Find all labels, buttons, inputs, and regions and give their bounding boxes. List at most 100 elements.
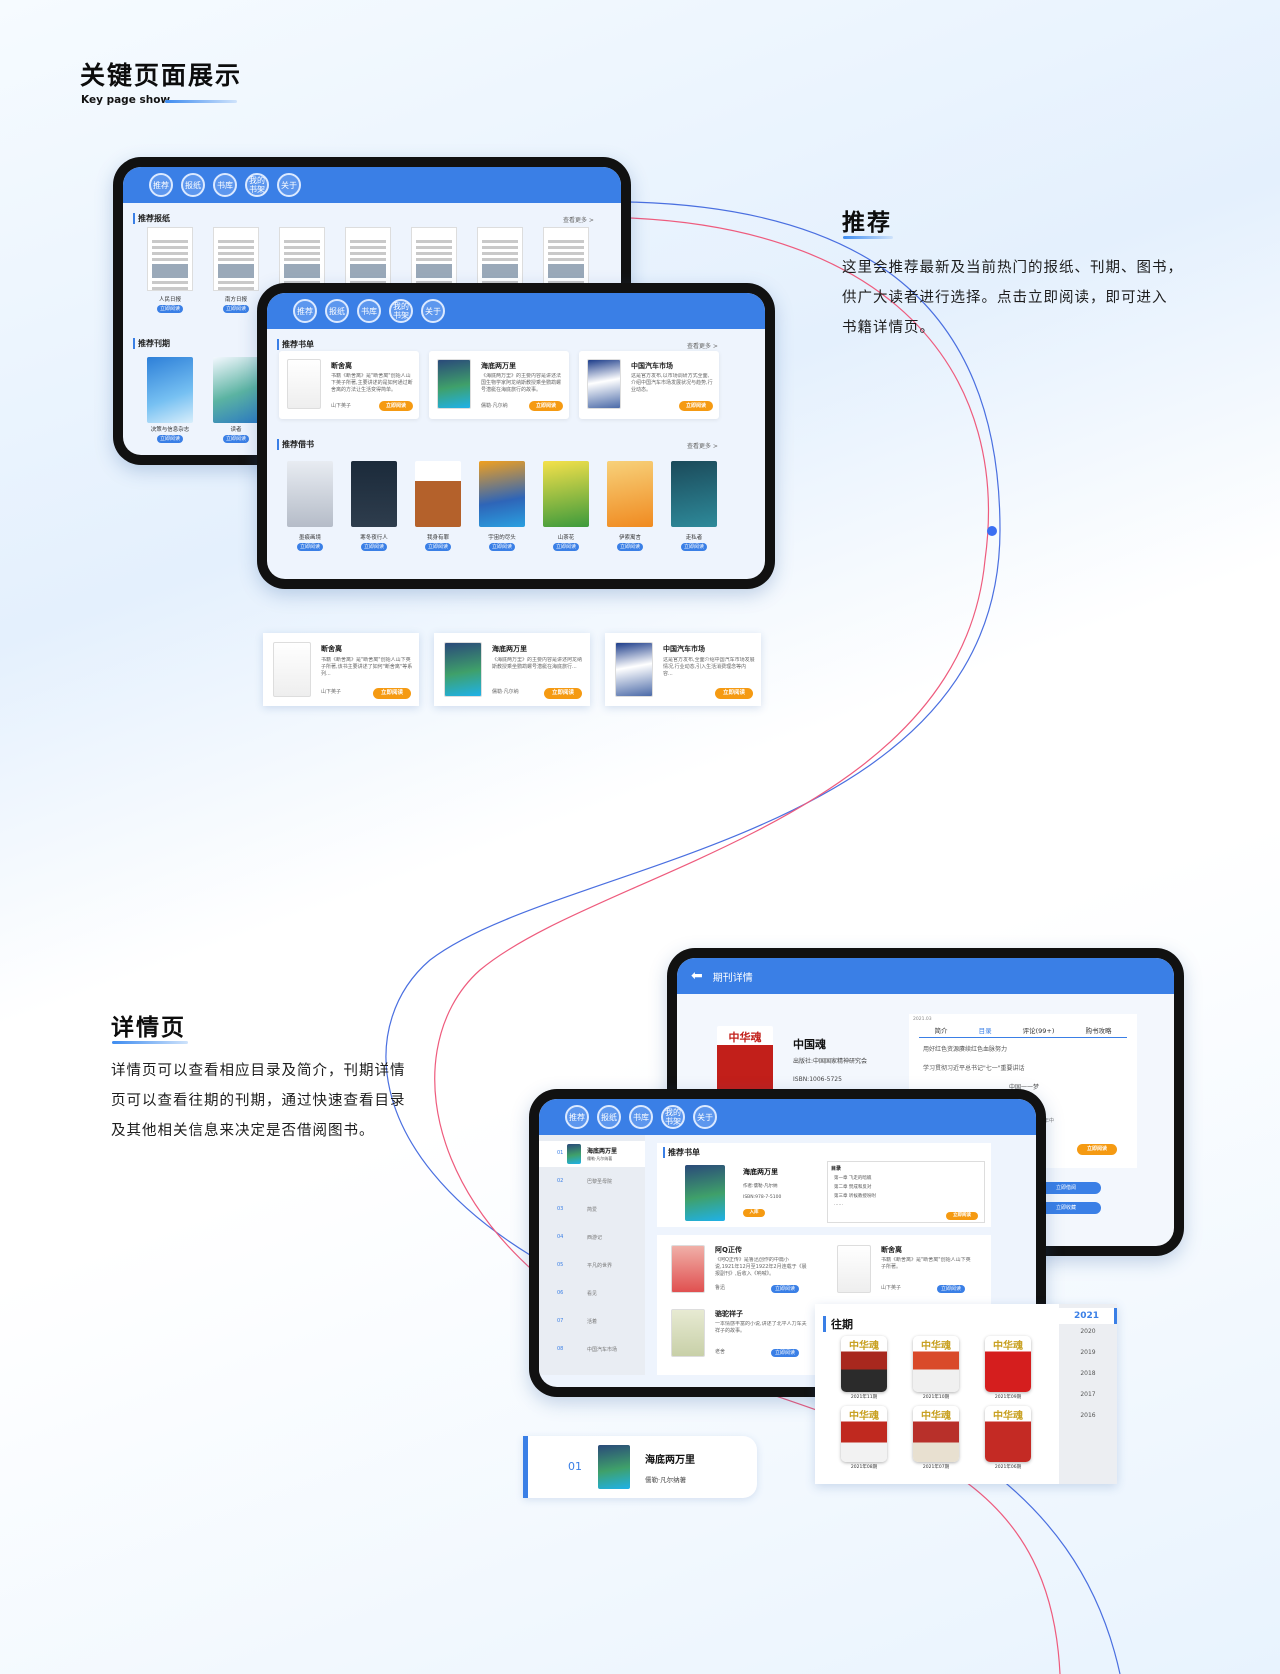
- year-item[interactable]: 2018: [1080, 1370, 1096, 1377]
- year-item[interactable]: 2020: [1080, 1328, 1096, 1335]
- nav-newspaper[interactable]: 报纸: [181, 173, 205, 197]
- newspaper-thumb[interactable]: [147, 227, 193, 291]
- chapter[interactable]: 第一章 飞走的暗礁: [834, 1176, 872, 1181]
- borrow-button[interactable]: 立即阅读: [553, 543, 579, 551]
- nav-recommend[interactable]: 推荐: [565, 1105, 589, 1129]
- borrow-button[interactable]: 立即阅读: [489, 543, 515, 551]
- nav-library[interactable]: 书库: [357, 299, 381, 323]
- book-card[interactable]: 中国汽车市场这是官方发布,全面介绍中国汽车市场发展情况,行业动态,引入生活消费理…: [605, 633, 761, 706]
- book-card[interactable]: 断舍离书籍《断舍离》是"断舍离"创始人山下英子所著,该书主要讲述了如何"断舍离"…: [263, 633, 419, 706]
- tab-buy[interactable]: 购书攻略: [1085, 1027, 1112, 1035]
- read-button[interactable]: 立即阅读: [157, 305, 183, 313]
- book-card[interactable]: 海底两万里《海底两万里》的主要内容是讲述法国生物学家阿龙纳斯教授乘坐鹦鹉螺号潜艇…: [429, 351, 569, 419]
- journal-cover[interactable]: [213, 357, 259, 423]
- year-item[interactable]: 2017: [1080, 1391, 1096, 1398]
- catalog-line[interactable]: 用好红色资源赓续红色血脉努力: [923, 1046, 1008, 1053]
- book-cover[interactable]: [351, 461, 397, 527]
- read-button[interactable]: 立即阅读: [771, 1285, 799, 1293]
- borrow-button[interactable]: 立即阅读: [681, 543, 707, 551]
- nav-about[interactable]: 关于: [421, 299, 445, 323]
- more-link[interactable]: 查看更多 >: [687, 443, 718, 450]
- highlighted-list-item[interactable]: 01 海底两万里 儒勒·凡尔纳著: [523, 1436, 757, 1498]
- read-button[interactable]: 立即阅读: [715, 688, 753, 699]
- read-button[interactable]: 立即阅读: [223, 435, 249, 443]
- book-cover[interactable]: [607, 461, 653, 527]
- issue-cover[interactable]: 中华魂: [985, 1336, 1031, 1392]
- book-cover[interactable]: [415, 461, 461, 527]
- newspaper-thumb[interactable]: [477, 227, 523, 291]
- more-link[interactable]: 查看更多 >: [563, 217, 594, 224]
- issue-cover[interactable]: 中华魂: [985, 1406, 1031, 1462]
- catalog-line[interactable]: 中国一一梦: [1009, 1084, 1040, 1091]
- year-item[interactable]: 2021: [1059, 1308, 1117, 1324]
- read-button[interactable]: 立即阅读: [937, 1285, 965, 1293]
- journal-cover[interactable]: [147, 357, 193, 423]
- newspaper-thumb[interactable]: [213, 227, 259, 291]
- book-card[interactable]: 中国汽车市场这是官方发布,以市场调研方式全面,介绍中国汽车市场发展状况与趋势,行…: [579, 351, 719, 419]
- book-cover[interactable]: [671, 1245, 705, 1293]
- nav-about[interactable]: 关于: [277, 173, 301, 197]
- catalog-line[interactable]: 学习贯彻习近平总书记"七一"重要讲话: [923, 1065, 1025, 1072]
- tab-catalog[interactable]: 目录: [978, 1027, 992, 1035]
- book-cover[interactable]: [479, 461, 525, 527]
- book-cover[interactable]: [543, 461, 589, 527]
- back-arrow-icon[interactable]: ⬅: [691, 968, 703, 984]
- collect-button[interactable]: 立即收藏: [1031, 1202, 1101, 1214]
- borrow-button[interactable]: 立即阅读: [617, 543, 643, 551]
- borrow-button[interactable]: 立即借阅: [1031, 1182, 1101, 1194]
- issue-cover[interactable]: 中华魂: [841, 1406, 887, 1462]
- nav-library[interactable]: 书库: [213, 173, 237, 197]
- book-card[interactable]: 断舍离书籍《断舍离》是"断舍离"创始人山下英子所著,主要讲述的是如何通过断舍离的…: [279, 351, 419, 419]
- borrow-button[interactable]: 立即阅读: [361, 543, 387, 551]
- read-button[interactable]: 立即阅读: [379, 401, 413, 411]
- borrow-button[interactable]: 立即阅读: [297, 543, 323, 551]
- nav-bookshelf[interactable]: 我的书架: [389, 299, 413, 323]
- chapter[interactable]: 第二章 赞成和反对: [834, 1185, 872, 1190]
- book-cover[interactable]: [671, 461, 717, 527]
- book-cover[interactable]: [671, 1309, 705, 1357]
- read-button[interactable]: 立即阅读: [544, 688, 582, 699]
- book-card[interactable]: 海底两万里《海底两万里》的主要内容是讲述阿龙纳斯教授乘坐鹦鹉螺号潜艇在海底旅行.…: [434, 633, 590, 706]
- year-item[interactable]: 2016: [1080, 1412, 1096, 1419]
- nav-newspaper[interactable]: 报纸: [325, 299, 349, 323]
- more-link[interactable]: 查看更多 >: [687, 343, 718, 350]
- nav-about[interactable]: 关于: [693, 1105, 717, 1129]
- nav-recommend[interactable]: 推荐: [293, 299, 317, 323]
- nav-newspaper[interactable]: 报纸: [597, 1105, 621, 1129]
- read-button[interactable]: 立即阅读: [373, 688, 411, 699]
- read-button[interactable]: 立即阅读: [679, 401, 713, 411]
- read-button[interactable]: 立即阅读: [157, 435, 183, 443]
- read-button[interactable]: 立即阅读: [771, 1349, 799, 1357]
- read-button[interactable]: 立即阅读: [946, 1212, 978, 1220]
- nav-recommend[interactable]: 推荐: [149, 173, 173, 197]
- issue-cover[interactable]: 中华魂: [913, 1406, 959, 1462]
- borrow-button[interactable]: 立即阅读: [425, 543, 451, 551]
- year-item[interactable]: 2019: [1080, 1349, 1096, 1356]
- book-cover[interactable]: [837, 1245, 871, 1293]
- nav-library[interactable]: 书库: [629, 1105, 653, 1129]
- newspaper-thumb[interactable]: [543, 227, 589, 291]
- read-button[interactable]: 立即阅读: [1077, 1144, 1117, 1155]
- chapter[interactable]: 第三章 听候教授吩咐: [834, 1194, 876, 1199]
- nav-bookshelf[interactable]: 我的书架: [661, 1105, 685, 1129]
- tab-intro[interactable]: 简介: [934, 1027, 948, 1035]
- book-title: 海底两万里: [492, 645, 527, 653]
- book-cover[interactable]: [287, 461, 333, 527]
- newspaper-thumb[interactable]: [411, 227, 457, 291]
- newspaper-thumb[interactable]: [345, 227, 391, 291]
- issue-cover[interactable]: 中华魂: [841, 1336, 887, 1392]
- tab-comments[interactable]: 评论(99+): [1022, 1027, 1055, 1035]
- nav-bookshelf[interactable]: 我的书架: [245, 173, 269, 197]
- read-button[interactable]: 立即阅读: [223, 305, 249, 313]
- read-button[interactable]: 立即阅读: [529, 401, 563, 411]
- issue-cover[interactable]: 中华魂: [913, 1336, 959, 1392]
- newspaper-thumb[interactable]: [279, 227, 325, 291]
